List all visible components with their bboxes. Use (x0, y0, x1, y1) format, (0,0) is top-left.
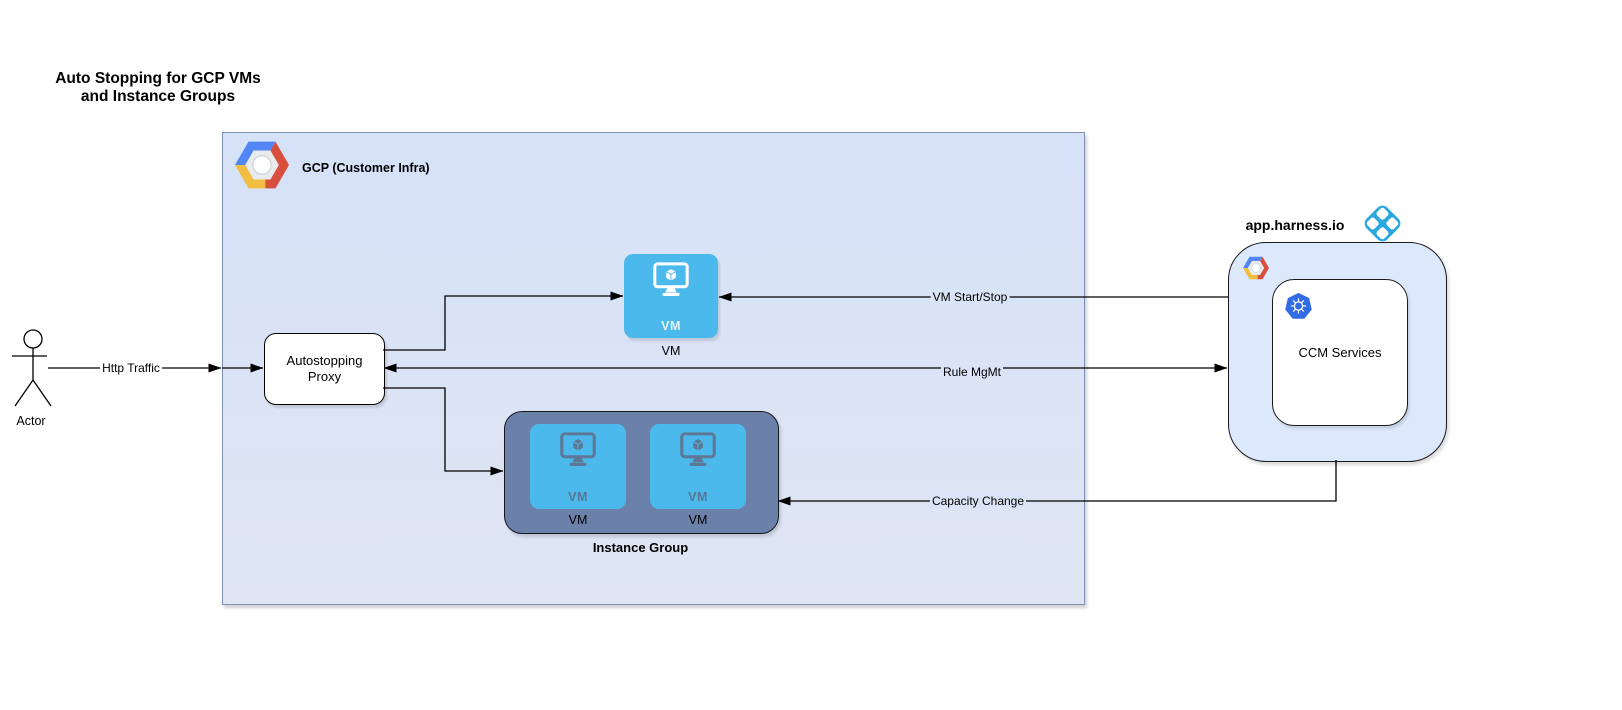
instance-group-vm1-caption: VM (568, 513, 588, 527)
vm-monitor-icon (680, 432, 716, 466)
autostopping-proxy-label: Autostopping Proxy (286, 353, 363, 384)
vm-node-caption: VM (661, 344, 681, 358)
gcp-logo-icon (235, 141, 289, 189)
vm-monitor-icon (653, 262, 689, 296)
instance-group-vm2-inner-label: VM (688, 490, 708, 504)
actor-caption: Actor (16, 414, 46, 428)
edge-label-rule-mgmt: Rule MgMt (940, 365, 1004, 379)
vm-node-inner-label: VM (661, 319, 681, 333)
diagram-title-line1: Auto Stopping for GCP VMs (55, 70, 261, 87)
kubernetes-icon (1285, 293, 1312, 319)
gcp-box-title: GCP (Customer Infra) (302, 161, 430, 175)
instance-group-vm-node-2: VM (650, 424, 746, 509)
edge-label-capacity-change: Capacity Change (929, 494, 1027, 508)
vm-monitor-icon (560, 432, 596, 466)
ccm-services-node: CCM Services (1272, 279, 1408, 426)
instance-group-vm-node-1: VM (530, 424, 626, 509)
autostopping-proxy-node: Autostopping Proxy (264, 333, 385, 405)
harness-box: CCM Services (1228, 242, 1447, 462)
vm-node: VM (624, 254, 718, 338)
diagram-title: Auto Stopping for GCP VMs and Instance G… (33, 70, 283, 106)
instance-group-caption: Instance Group (592, 540, 689, 555)
actor-icon (12, 329, 52, 407)
instance-group-vm1-inner-label: VM (568, 490, 588, 504)
harness-logo-icon (1364, 205, 1401, 242)
instance-group-vm2-caption: VM (688, 513, 708, 527)
edge-label-vm-start-stop: VM Start/Stop (930, 290, 1010, 304)
harness-domain-label: app.harness.io (1245, 217, 1345, 233)
ccm-services-label: CCM Services (1298, 345, 1382, 360)
instance-group-box: VM VM VM VM (504, 411, 779, 534)
diagram-title-line2: and Instance Groups (80, 88, 236, 105)
gcp-logo-icon (1243, 256, 1269, 280)
edge-label-http-traffic: Http Traffic (100, 361, 162, 375)
